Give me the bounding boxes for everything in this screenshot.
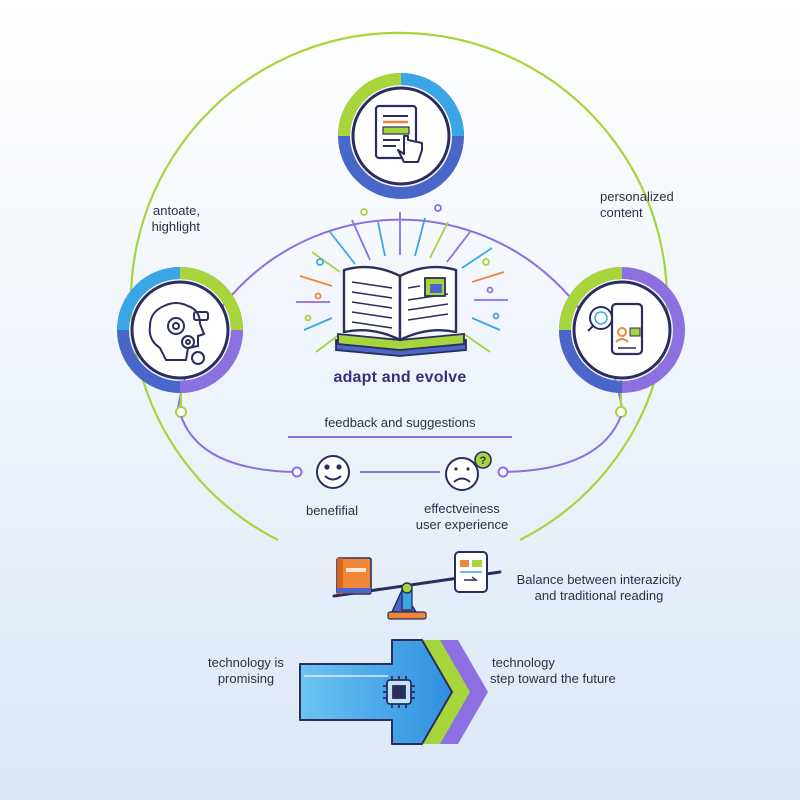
top-node (338, 73, 464, 199)
tech-promising-label: technology is promising (196, 655, 296, 687)
smiley-face-icon (316, 455, 350, 489)
right-connector (497, 380, 627, 478)
tech-promising-line-2: promising (217, 671, 275, 686)
book-rays (296, 204, 508, 353)
beneficial-label: benefifial (305, 503, 359, 518)
seesaw-book-tablet-icon (332, 551, 502, 620)
tablet-personalization-icon (587, 302, 644, 356)
annotate-label: antoate, highlight (100, 203, 200, 235)
center-title: adapt and evolve (333, 369, 467, 386)
confused-face-icon: ? (445, 451, 492, 491)
left-connector (175, 380, 303, 478)
svg-text:?: ? (480, 455, 487, 467)
effectiveness-label: effectveiness user experience (400, 501, 524, 533)
balance-line-2: and traditional reading (534, 588, 664, 603)
personalized-line-2: content (600, 205, 643, 220)
left-node (117, 267, 243, 393)
chip-arrow-icon (299, 639, 488, 745)
annotate-line-1: antoate, (153, 203, 200, 218)
tech-future-label: technology step toward the future (490, 655, 616, 687)
feedback-label: feedback and suggestions (324, 415, 476, 430)
tech-future-line-1: technology (492, 655, 555, 670)
document-touch-icon (374, 104, 423, 163)
effectiveness-line-2: user experience (415, 517, 509, 532)
personalized-label: personalized content (600, 189, 674, 221)
brain-gears-icon (148, 302, 209, 365)
effectiveness-line-1: effectveiness (424, 501, 500, 516)
chip-icon (383, 676, 415, 708)
open-book-icon (296, 204, 508, 357)
balance-line-1: Balance between interazicity (516, 572, 682, 587)
annotate-line-2: highlight (151, 219, 200, 234)
tech-promising-line-1: technology is (208, 655, 284, 670)
balance-label: Balance between interazicity and traditi… (504, 572, 694, 604)
personalized-line-1: personalized (600, 189, 674, 204)
tech-future-line-2: step toward the future (490, 671, 616, 686)
right-node (559, 267, 685, 393)
